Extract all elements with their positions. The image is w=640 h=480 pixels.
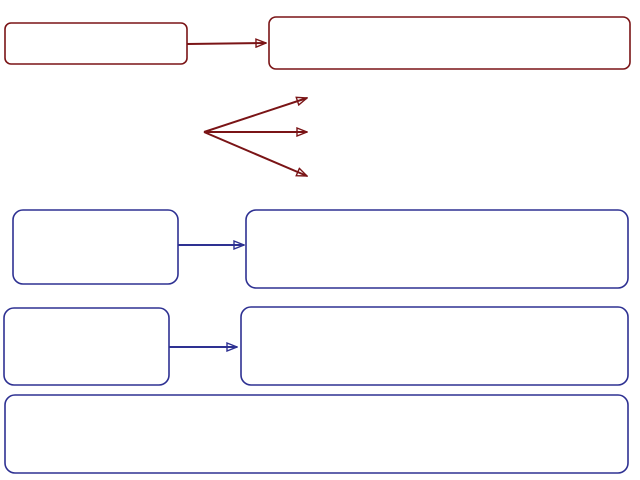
middle-right-box — [245, 209, 629, 289]
lower-left-box — [3, 307, 170, 386]
middle-left-box — [12, 209, 179, 285]
lower-right-box — [240, 306, 629, 386]
bottom-wide-box — [4, 394, 629, 474]
fan-arrow-up — [203, 98, 307, 133]
fan-arrow-down — [203, 131, 307, 177]
top-left-box — [4, 22, 188, 65]
arrow-top-left-to-top-right — [186, 43, 266, 44]
top-right-box — [268, 16, 631, 70]
